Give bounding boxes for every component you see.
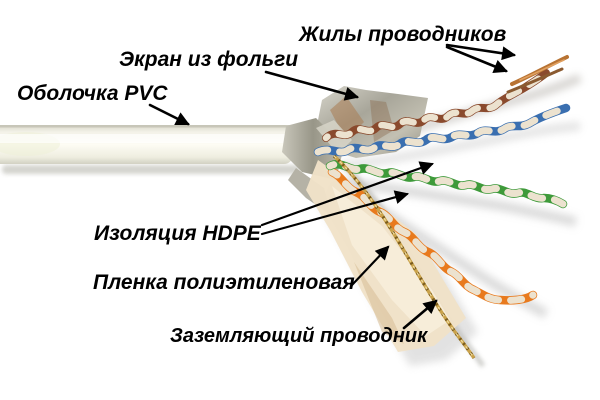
- label-foil-shield: Экран из фольги: [119, 48, 299, 71]
- blue-pair-shadow: [341, 121, 581, 171]
- arrow-grounding-conductor: [402, 299, 438, 330]
- arrow-hdpe-insulation-1: [260, 161, 434, 227]
- grounding-wire-graphic: [332, 154, 476, 359]
- film-fold: [354, 262, 404, 344]
- jacket-top-edge: [0, 125, 293, 128]
- callout-arrows: [148, 43, 517, 330]
- shadow-layer: [2, 73, 582, 368]
- label-grounding-conductor: Заземляющий проводник: [170, 325, 428, 347]
- twisted-pair-brown-white-strand: [322, 69, 550, 142]
- jacket-highlight: [0, 134, 288, 143]
- twisted-pair-orange-white-strand: [328, 168, 537, 304]
- bare-conductors-graphic: [506, 55, 569, 94]
- twisted-pairs: [313, 55, 571, 305]
- twisted-pair-green-white-strand: [326, 160, 567, 208]
- green-pair-shadow: [341, 177, 578, 227]
- label-pvc-jacket: Оболочка PVC: [17, 82, 168, 105]
- twisted-pair-blue-white-strand: [314, 104, 570, 156]
- arrow-pvc-jacket: [148, 103, 190, 126]
- bare-conductor-2: [506, 67, 564, 94]
- label-polyethylene-film: Пленка полиэтиленовая: [93, 271, 355, 294]
- label-conductor-cores: Жилы проводников: [299, 23, 507, 46]
- grounding-wire-braid: [332, 154, 476, 359]
- label-hdpe-insulation: Изоляция HDPE: [94, 222, 261, 245]
- arrow-conductor-cores-2: [445, 45, 508, 74]
- film-highlight: [332, 186, 450, 336]
- bare-conductor-shine: [519, 59, 565, 81]
- arrow-conductor-cores-1: [445, 43, 517, 61]
- arrow-polyethylene-film: [350, 245, 390, 287]
- arrow-hdpe-insulation-2: [260, 190, 410, 236]
- jacket-shadow: [2, 165, 300, 174]
- pvc-jacket-graphic: [0, 125, 293, 164]
- arrow-foil-shield: [264, 70, 360, 101]
